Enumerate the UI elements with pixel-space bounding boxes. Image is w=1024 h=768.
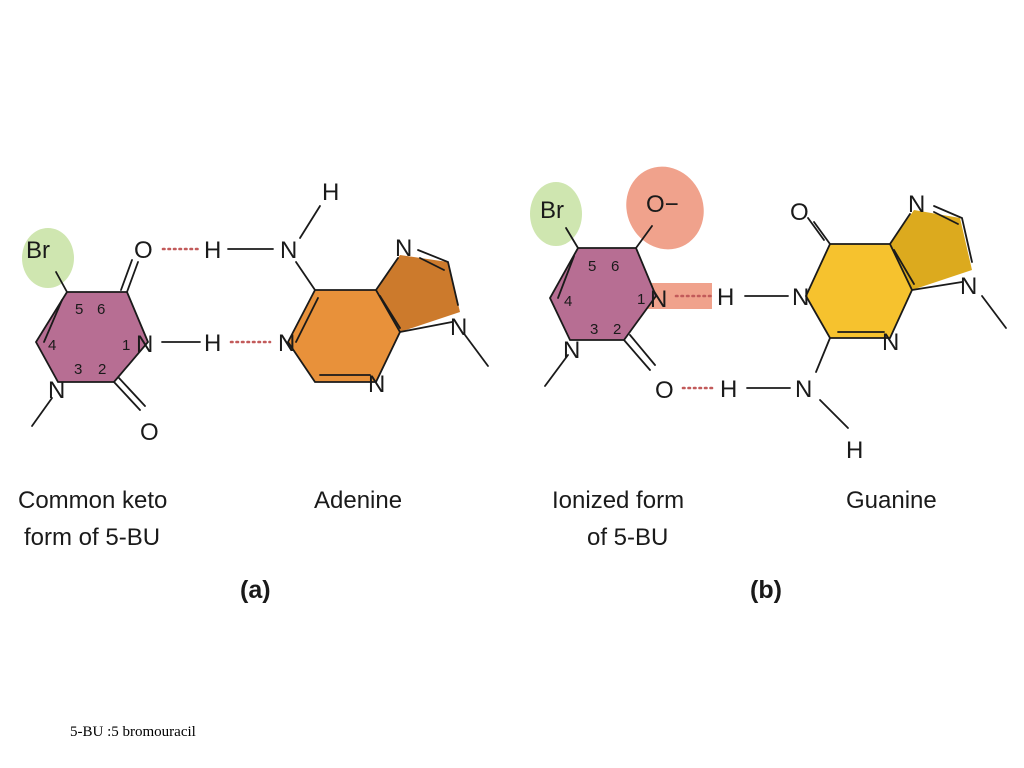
oxyanion-highlight — [626, 166, 704, 250]
nitrogen-atom: N — [795, 376, 812, 403]
bromine-atom: Br — [540, 197, 564, 224]
hydrogen-atom: H — [846, 437, 863, 464]
oxygen-atom: O — [790, 199, 809, 226]
ring-number: 6 — [611, 258, 619, 275]
ring-number: 3 — [74, 361, 82, 378]
nitrogen-atom: N — [563, 337, 580, 364]
caption-bromouracil-ionized: Ionized form — [552, 487, 684, 514]
nitrogen-atom: N — [450, 314, 467, 341]
ring-number: 2 — [98, 361, 106, 378]
hydrogen-atom: H — [720, 376, 737, 403]
hydrogen-bonds: H H — [674, 284, 791, 403]
nitrogen-atom: N — [395, 235, 412, 262]
nitrogen-atom: N — [278, 330, 295, 357]
bromine-highlight — [530, 182, 582, 246]
bromine-atom: Br — [26, 237, 50, 264]
hydrogen-atom: H — [322, 179, 339, 206]
caption-bromouracil-keto: form of 5-BU — [24, 524, 160, 551]
footnote: 5-BU :5 bromouracil — [70, 724, 196, 740]
oxygen-atom: O — [134, 237, 153, 264]
caption-bromouracil-ionized: of 5-BU — [587, 524, 668, 551]
nitrogen-atom: N — [48, 377, 65, 404]
caption-adenine: Adenine — [314, 487, 402, 514]
nitrogen-atom: N — [908, 191, 925, 218]
hydrogen-atom: H — [204, 237, 221, 264]
ring-number: 2 — [613, 321, 621, 338]
ring-number: 1 — [637, 291, 645, 308]
panel-a: Br O N N O 5 6 1 4 3 2 H H — [18, 179, 489, 604]
caption-guanine: Guanine — [846, 487, 937, 514]
guanine-six-ring — [806, 244, 912, 338]
panel-b: Br O− N N O 5 6 1 4 3 2 H H — [530, 166, 1007, 604]
ring-number: 1 — [122, 337, 130, 354]
guanine: O N N N N N H — [790, 191, 1007, 464]
bromouracil-ionized: Br O− N N O 5 6 1 4 3 2 — [530, 166, 712, 404]
panel-label-b: (b) — [750, 576, 782, 604]
nitrogen-atom: N — [650, 286, 667, 313]
adenine: H N N N N N — [278, 179, 489, 398]
adenine-six-ring — [288, 290, 400, 382]
nitrogen-atom: N — [368, 371, 385, 398]
ring-number: 5 — [588, 258, 596, 275]
ring-number: 4 — [48, 337, 56, 354]
oxygen-atom: O — [655, 377, 674, 404]
ring-number: 3 — [590, 321, 598, 338]
n1-highlight — [648, 283, 712, 309]
caption-bromouracil-keto: Common keto — [18, 487, 167, 514]
hydrogen-atom: H — [717, 284, 734, 311]
nitrogen-atom: N — [280, 237, 297, 264]
nitrogen-atom: N — [960, 273, 977, 300]
oxyanion-atom: O− — [646, 191, 679, 218]
ring-number: 6 — [97, 301, 105, 318]
guanine-five-ring — [890, 210, 972, 290]
bromine-highlight — [22, 228, 74, 288]
oxygen-atom: O — [140, 419, 159, 446]
ring-number: 4 — [564, 293, 572, 310]
nitrogen-atom: N — [882, 329, 899, 356]
bromouracil-keto: Br O N N O 5 6 1 4 3 2 — [22, 228, 159, 446]
adenine-five-ring — [376, 255, 460, 332]
nitrogen-atom: N — [792, 284, 809, 311]
hydrogen-atom: H — [204, 330, 221, 357]
hydrogen-bonds: H H — [161, 237, 274, 357]
ring-number: 5 — [75, 301, 83, 318]
nitrogen-atom: N — [136, 331, 153, 358]
panel-label-a: (a) — [240, 576, 271, 604]
